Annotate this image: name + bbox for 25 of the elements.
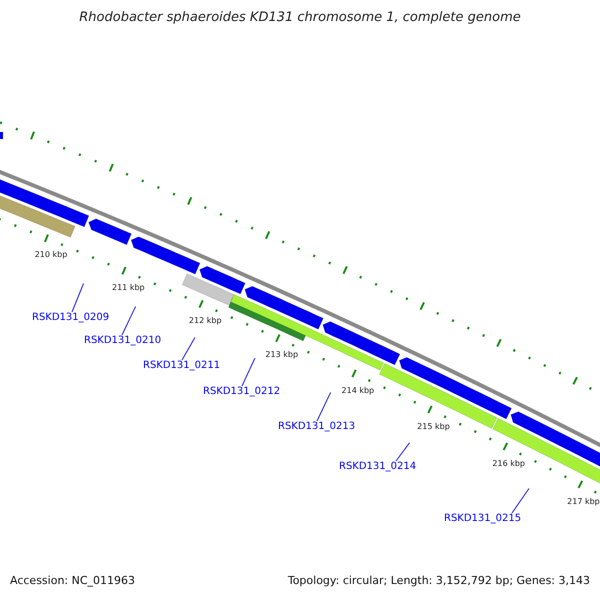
gene-label: RSKD131_0213 [278, 421, 356, 433]
gene-label: RSKD131_0215 [444, 513, 522, 525]
diagram-title: Rhodobacter sphaeroides KD131 chromosome 1, complete genome [78, 10, 522, 26]
scale-label: 216 kbp [492, 458, 525, 469]
scale-label: 211 kbp [112, 282, 145, 293]
leader-line [122, 306, 136, 336]
leader-line [316, 392, 332, 422]
gene-label: RSKD131_0212 [203, 386, 280, 398]
scale-label: 214 kbp [342, 386, 374, 396]
scale-label: 213 kbp [265, 350, 298, 360]
gene-label: RSKD131_0209 [32, 312, 110, 324]
accession-text: Accession: NC_011963 [10, 574, 136, 588]
gene-label: RSKD131_0211 [143, 360, 220, 372]
leader-line [72, 282, 84, 312]
leader-line [242, 358, 256, 386]
scale-label: 215 kbp [417, 422, 450, 432]
leader-line [396, 442, 410, 462]
leader-line [182, 337, 196, 360]
leader-line [512, 488, 530, 514]
genome-info-text: Topology: circular; Length: 3,152,792 bp; Genes: 3,143 [288, 574, 590, 588]
scale-label: 212 kbp [188, 316, 222, 326]
gene-label: RSKD131_0210 [84, 335, 162, 347]
scale-label: 217 kbp [567, 496, 600, 507]
gene-label: RSKD131_0214 [339, 461, 416, 473]
scale-label: 210 kbp [34, 250, 68, 260]
